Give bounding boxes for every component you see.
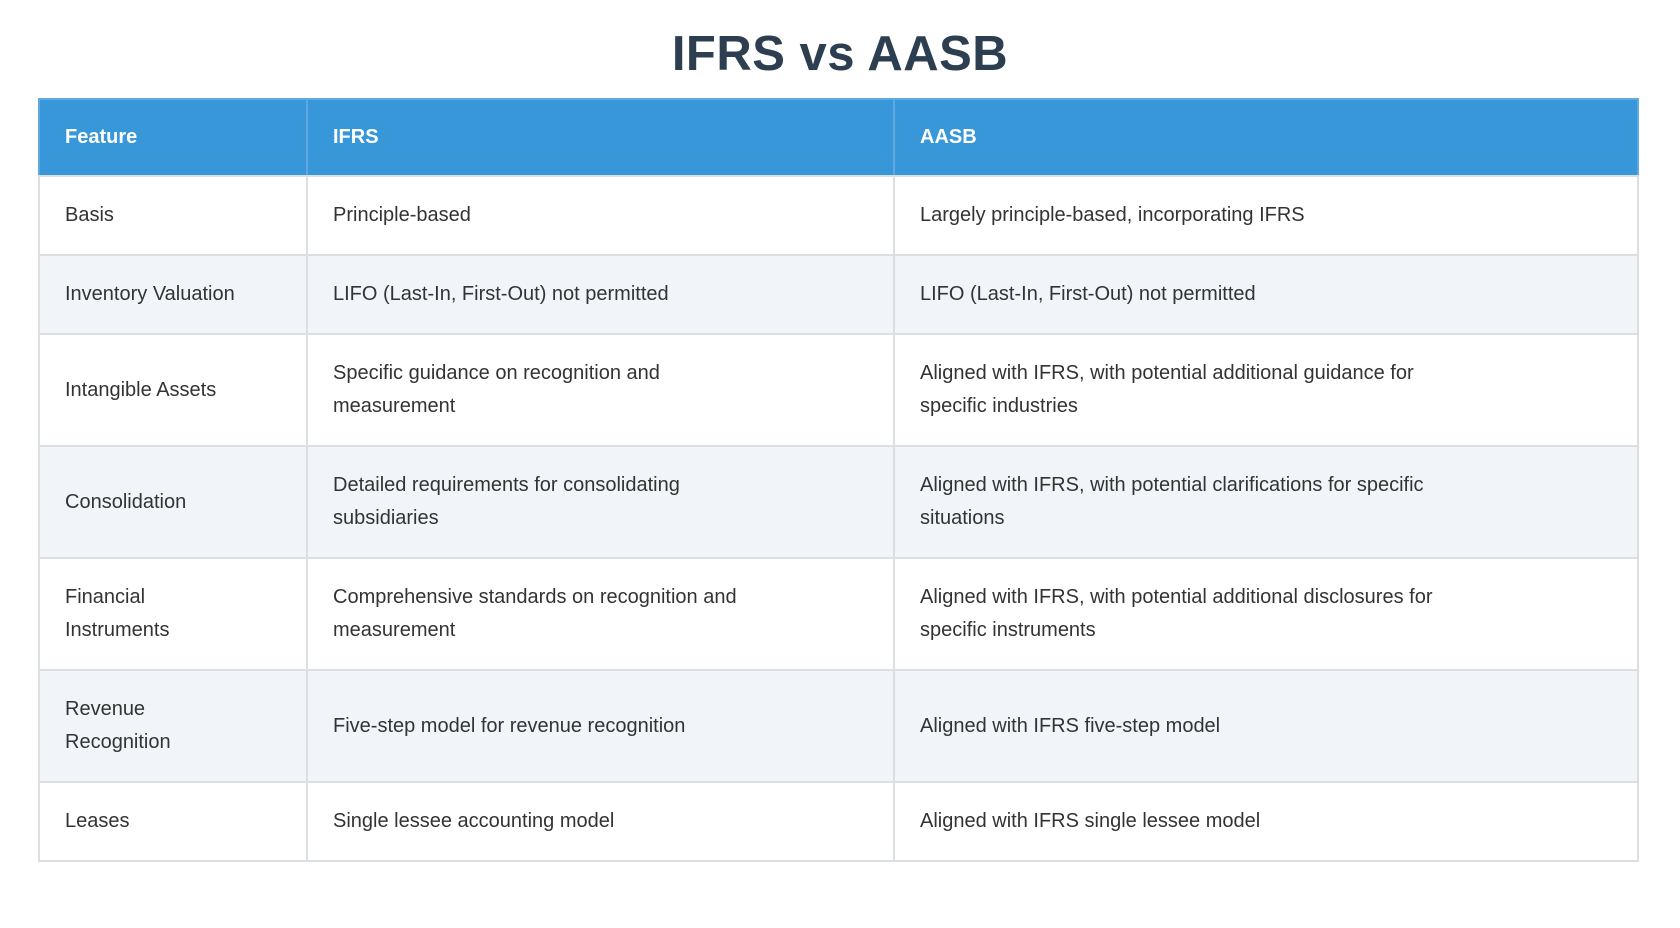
table-row: Financial Instruments Comprehensive stan… xyxy=(38,557,1639,671)
ifrs-cell: Single lessee accounting model xyxy=(306,781,895,862)
ifrs-cell: Comprehensive standards on recognition a… xyxy=(306,557,895,671)
header-row: Feature IFRS AASB xyxy=(38,98,1639,177)
page: IFRS vs AASB Feature IFRS AASB Basis Pri… xyxy=(0,26,1680,928)
table-row: Basis Principle-based Largely principle-… xyxy=(38,175,1639,256)
table-row: Leases Single lessee accounting model Al… xyxy=(38,781,1639,862)
column-header-aasb: AASB xyxy=(893,98,1639,177)
feature-cell: Leases xyxy=(38,781,308,862)
table-row: Inventory Valuation LIFO (Last-In, First… xyxy=(38,254,1639,335)
aasb-cell: Aligned with IFRS, with potential clarif… xyxy=(893,445,1639,559)
ifrs-cell: LIFO (Last-In, First-Out) not permitted xyxy=(306,254,895,335)
feature-cell: Consolidation xyxy=(38,445,308,559)
aasb-cell: Aligned with IFRS five-step model xyxy=(893,669,1639,783)
table-row: Consolidation Detailed requirements for … xyxy=(38,445,1639,559)
aasb-cell: LIFO (Last-In, First-Out) not permitted xyxy=(893,254,1639,335)
aasb-cell: Aligned with IFRS, with potential additi… xyxy=(893,557,1639,671)
feature-cell: Basis xyxy=(38,175,308,256)
ifrs-cell: Five-step model for revenue recognition xyxy=(306,669,895,783)
aasb-cell: Aligned with IFRS, with potential additi… xyxy=(893,333,1639,447)
feature-cell: Financial Instruments xyxy=(38,557,308,671)
comparison-table: Feature IFRS AASB Basis Principle-based … xyxy=(38,98,1639,862)
column-header-feature: Feature xyxy=(38,98,308,177)
feature-cell: Inventory Valuation xyxy=(38,254,308,335)
ifrs-cell: Specific guidance on recognition and mea… xyxy=(306,333,895,447)
table-row: Intangible Assets Specific guidance on r… xyxy=(38,333,1639,447)
page-title: IFRS vs AASB xyxy=(671,27,1009,81)
column-header-ifrs: IFRS xyxy=(306,98,895,177)
ifrs-cell: Principle-based xyxy=(306,175,895,256)
feature-cell: Revenue Recognition xyxy=(38,669,308,783)
aasb-cell: Largely principle-based, incorporating I… xyxy=(893,175,1639,256)
table-header: Feature IFRS AASB xyxy=(38,98,1639,177)
feature-cell: Intangible Assets xyxy=(38,333,308,447)
aasb-cell: Aligned with IFRS single lessee model xyxy=(893,781,1639,862)
table-row: Revenue Recognition Five-step model for … xyxy=(38,669,1639,783)
ifrs-cell: Detailed requirements for consolidating … xyxy=(306,445,895,559)
table-body: Basis Principle-based Largely principle-… xyxy=(38,175,1639,862)
